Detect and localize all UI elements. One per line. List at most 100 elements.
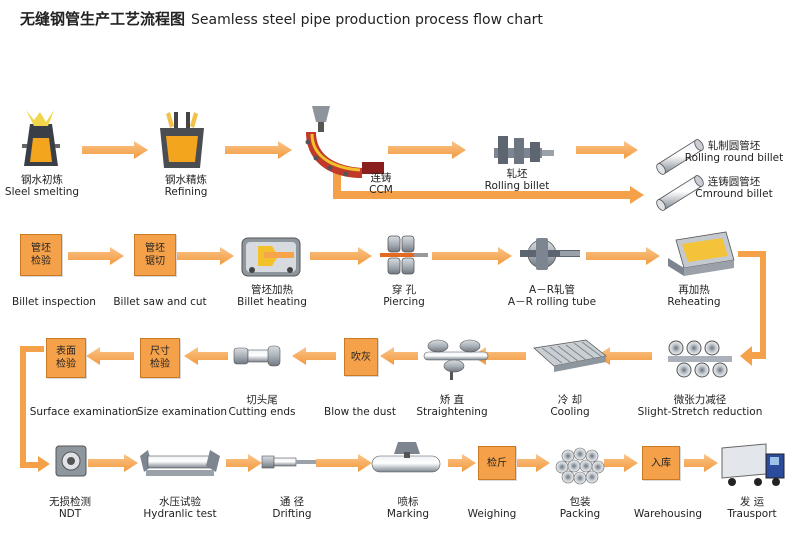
step-refining: 钢水精炼 Refining	[165, 174, 208, 198]
arrow	[596, 347, 652, 365]
step-hydraulic-test: 水压试验 Hydranlic test	[143, 496, 216, 520]
straightener-icon	[423, 339, 489, 380]
step-billet-saw: Billet saw and cut	[113, 296, 206, 308]
flow-arrows-row-2	[68, 247, 660, 265]
step-label-cn: 切头尾	[246, 394, 278, 406]
step-ndt: 无损检测 NDT	[49, 496, 91, 520]
step-label-cn: 喷标	[397, 496, 419, 508]
arrow	[472, 347, 526, 365]
step-label-cn: 水压试验	[158, 496, 201, 508]
rollers-icon	[668, 340, 732, 378]
step-label-en: Billet inspection	[12, 296, 96, 308]
step-label-en: Hydranlic test	[143, 508, 217, 520]
step-cutting-ends: 切头尾 Cutting ends	[228, 394, 295, 418]
marking-icon	[371, 442, 441, 473]
arrow	[86, 347, 134, 365]
flow-arrows-row-3	[86, 347, 652, 365]
connector-right	[738, 251, 766, 366]
step-size-exam: Size examination	[137, 406, 227, 418]
step-warehousing: Warehousing	[634, 508, 702, 520]
cutting-icon	[233, 345, 281, 367]
arrow	[68, 247, 124, 265]
step-ar-rolling: A－R轧管 A－R rolling tube	[508, 284, 596, 308]
step-label-en: Marking	[386, 508, 430, 520]
step-label-en: Piercing	[383, 296, 425, 308]
arrow	[82, 141, 148, 159]
round-billet-icon	[656, 175, 704, 211]
step-label-en: CCM	[369, 184, 393, 196]
ladle-icon	[160, 112, 204, 168]
step-marking: 喷标 Marking	[387, 496, 429, 520]
piercer-icon	[380, 235, 428, 275]
step-label-en: NDT	[58, 508, 82, 520]
arrow	[604, 454, 638, 472]
arrow	[576, 141, 638, 159]
rolling-tube-icon	[520, 238, 580, 270]
step-label-cn: 矫 直	[439, 394, 465, 406]
step-label-en: Reheating	[667, 296, 721, 308]
step-label-cn: 管坯加热	[251, 284, 293, 296]
step-transport: 发 运 Trausport	[727, 496, 776, 520]
converter-icon	[22, 110, 60, 166]
step-ccm: 连铸 CCM	[369, 172, 393, 196]
step-label-cn: 无损检测	[49, 496, 91, 508]
step-label-en: Rolling billet	[484, 180, 550, 192]
step-label-en: Cooling	[550, 406, 590, 418]
step-label-en: Straightening	[416, 406, 488, 418]
arrow	[316, 454, 372, 472]
box-weighing: 检斤	[478, 446, 516, 480]
box-billet-saw: 管坯 锯切	[134, 234, 176, 276]
step-weighing: Weighing	[468, 508, 517, 520]
step-rolling-billet: 轧坯 Rolling billet	[485, 168, 550, 192]
step-label-en: Size examination	[136, 406, 228, 418]
step-rolling-round-billet: 轧制圆管坯 Rolling round billet	[685, 140, 783, 164]
arrow	[432, 247, 512, 265]
flow-arrows-row-1	[82, 141, 644, 204]
step-label-cn: A－R轧管	[529, 284, 575, 296]
step-stretch-reduction: 微张力减径 Slight-Stretch reduction	[638, 394, 763, 418]
bundle-icon	[555, 447, 605, 485]
step-label-cn: 微张力减径	[673, 394, 727, 406]
arrow	[684, 454, 718, 472]
hydraulic-icon	[140, 450, 220, 476]
step-label-en: Billet heating	[237, 296, 307, 308]
step-label-en: Blow the dust	[324, 406, 396, 418]
rolling-mill-icon	[494, 136, 554, 164]
step-label-cn: 冷 却	[557, 394, 583, 406]
title-chinese: 无缝钢管生产工艺流程图	[20, 10, 186, 28]
step-label-cn: 轧坯	[506, 168, 528, 180]
box-size-exam: 尺寸 检验	[140, 338, 180, 378]
step-billet-inspection: Billet inspection	[12, 296, 96, 308]
step-label-cn: 穿 孔	[391, 284, 417, 296]
arrow	[388, 141, 466, 159]
reheating-furnace-icon	[668, 231, 735, 276]
step-piercing: 穿 孔 Piercing	[383, 284, 425, 308]
step-steel-smelting: 钢水初炼 Sleel smelting	[5, 174, 79, 198]
step-drifting: 通 径 Drifting	[272, 496, 311, 520]
step-blow-dust: Blow the dust	[324, 406, 396, 418]
cooling-bed-icon	[533, 339, 607, 372]
step-label-en: Warehousing	[633, 508, 703, 520]
title-english: Seamless steel pipe production process f…	[191, 12, 543, 28]
continuous-caster-icon	[305, 106, 384, 178]
step-label-en: Surface examination	[29, 406, 139, 418]
arrow	[225, 141, 292, 159]
step-label-en: Drifting	[272, 508, 312, 520]
step-label-cn: 再加热	[678, 284, 710, 296]
arrow	[226, 454, 262, 472]
box-billet-inspection: 管坯 检验	[20, 234, 62, 276]
step-label-en: Trausport	[727, 508, 777, 520]
step-label-en: Cutting ends	[228, 406, 296, 418]
arrow	[512, 454, 550, 472]
step-cooling: 冷 却 Cooling	[550, 394, 589, 418]
step-label-en: Rolling round billet	[684, 152, 784, 164]
box-blow-dust: 吹灰	[344, 338, 378, 376]
furnace-icon	[241, 237, 301, 277]
step-straightening: 矫 直 Straightening	[416, 394, 487, 418]
step-label-cn: 通 径	[279, 496, 305, 508]
step-label-cn: 发 运	[739, 496, 765, 508]
step-label-en: Slight-Stretch reduction	[637, 406, 763, 418]
page-title: 无缝钢管生产工艺流程图 Seamless steel pipe productio…	[20, 8, 543, 29]
box-surface-exam: 表面 检验	[46, 338, 86, 378]
